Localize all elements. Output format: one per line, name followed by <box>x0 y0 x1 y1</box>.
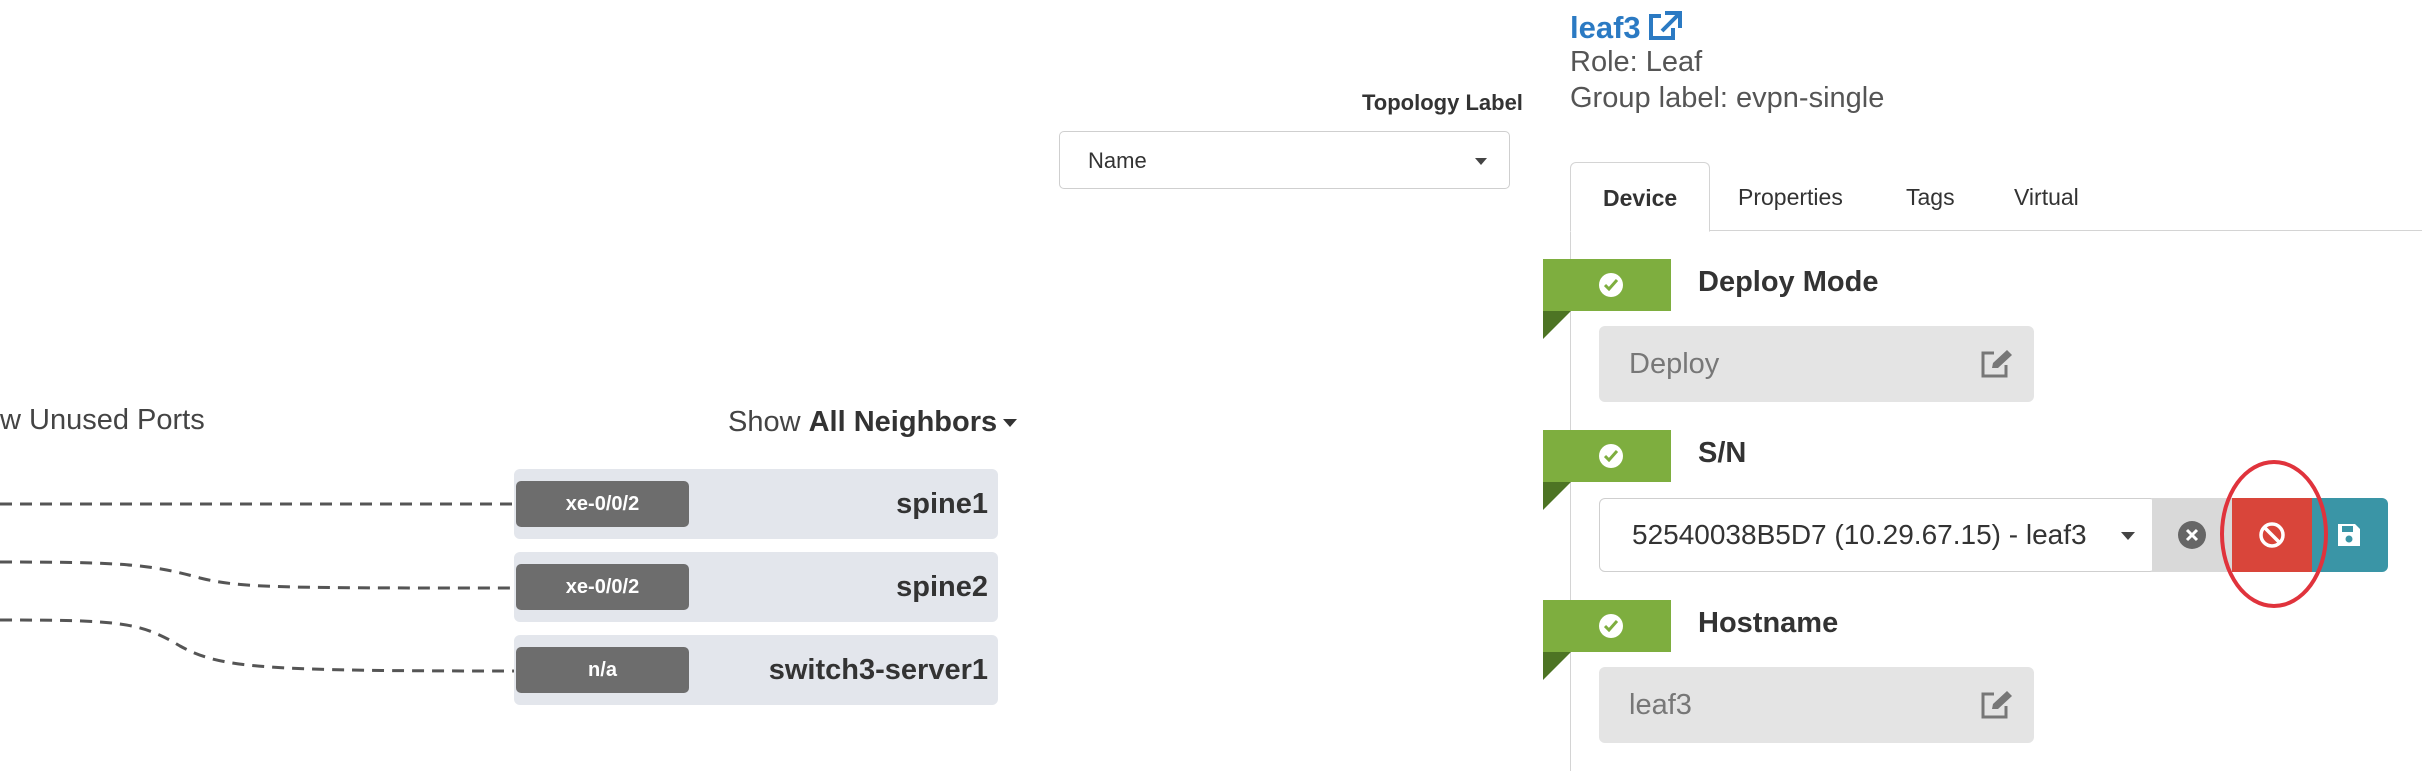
topology-label-select[interactable]: Name <box>1059 131 1510 189</box>
status-ribbon <box>1543 259 1671 311</box>
cancel-button[interactable] <box>2232 498 2312 572</box>
port-badge: xe-0/0/2 <box>516 564 689 610</box>
serial-number-title: S/N <box>1698 437 1747 469</box>
show-neighbors-dropdown[interactable]: Show All Neighbors <box>728 406 1018 439</box>
neighbor-name: switch3-server1 <box>768 654 988 686</box>
neighbor-name: spine1 <box>896 488 988 520</box>
tab-virtual[interactable]: Virtual <box>2014 184 2079 210</box>
neighbor-links <box>0 502 515 673</box>
save-icon <box>2338 524 2360 546</box>
neighbor-row[interactable]: n/a switch3-server1 <box>514 635 998 705</box>
device-role: Role: Leaf <box>1570 46 1703 78</box>
check-icon <box>1599 614 1623 638</box>
device-group-label: Group label: evpn-single <box>1570 82 1885 114</box>
tab-device[interactable]: Device <box>1570 162 1711 232</box>
deploy-mode-field: Deploy <box>1599 326 2034 402</box>
neighbor-name: spine2 <box>896 571 988 603</box>
serial-number-select[interactable]: 52540038B5D7 (10.29.67.15) - leaf3 <box>1599 498 2156 572</box>
neighbor-row[interactable]: xe-0/0/2 spine1 <box>514 469 998 539</box>
deploy-mode-value: Deploy <box>1629 348 1720 380</box>
caret-down-icon <box>1003 419 1018 428</box>
show-neighbors-value: All Neighbors <box>808 406 998 438</box>
ribbon-fold <box>1543 482 1571 510</box>
ribbon-fold <box>1543 311 1571 339</box>
hostname-field: leaf3 <box>1599 667 2034 743</box>
topology-label-heading: Topology Label <box>1362 90 1523 115</box>
clear-x-icon <box>2178 521 2206 549</box>
tab-properties[interactable]: Properties <box>1738 184 1843 210</box>
port-badge: xe-0/0/2 <box>516 481 689 527</box>
edit-icon[interactable] <box>1980 349 2014 384</box>
tab-tags[interactable]: Tags <box>1906 184 1955 210</box>
link-switch3-server1 <box>0 618 515 673</box>
device-name: leaf3 <box>1570 10 1641 45</box>
hostname-value: leaf3 <box>1629 689 1692 721</box>
check-icon <box>1599 444 1623 468</box>
ban-icon <box>2259 522 2285 548</box>
edit-icon[interactable] <box>1980 690 2014 725</box>
save-button[interactable] <box>2312 498 2388 572</box>
port-badge: n/a <box>516 647 689 693</box>
device-name-link[interactable]: leaf3 <box>1570 10 1683 50</box>
hostname-title: Hostname <box>1698 607 1839 639</box>
status-ribbon <box>1543 600 1671 652</box>
clear-button[interactable] <box>2152 498 2234 572</box>
link-spine2 <box>0 560 515 590</box>
show-prefix: Show <box>728 406 801 438</box>
topology-label-value: Name <box>1088 148 1147 173</box>
check-icon <box>1599 273 1623 297</box>
dropdown-arrow-icon <box>2121 532 2135 540</box>
neighbor-row[interactable]: xe-0/0/2 spine2 <box>514 552 998 622</box>
deploy-mode-title: Deploy Mode <box>1698 266 1879 298</box>
ribbon-fold <box>1543 652 1571 680</box>
dropdown-arrow-icon <box>1475 158 1487 165</box>
show-unused-ports-label[interactable]: w Unused Ports <box>0 404 205 436</box>
serial-number-value: 52540038B5D7 (10.29.67.15) - leaf3 <box>1632 519 2087 550</box>
status-ribbon <box>1543 430 1671 482</box>
external-link-icon[interactable] <box>1647 10 1683 50</box>
